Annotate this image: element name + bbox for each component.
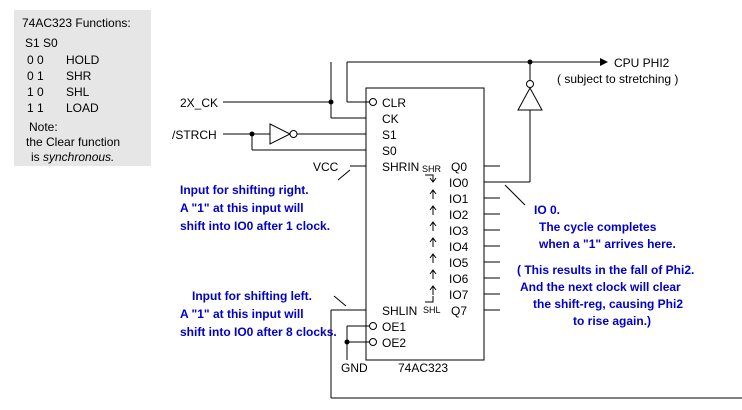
svg-text:( This results in the fall of: ( This results in the fall of Phi2.	[517, 263, 694, 277]
chip-left-pins: CLR CK S1 S0 SHRIN SHLIN OE1 OE2	[382, 96, 419, 350]
svg-text:Input for shifting right.: Input for shifting right.	[180, 183, 309, 197]
shr-bend-arrow	[425, 174, 434, 181]
pin-oe2: OE2	[382, 336, 406, 350]
function-row-name: LOAD	[66, 101, 99, 115]
pin-ck: CK	[382, 112, 399, 126]
shr-arrow-head	[429, 177, 437, 183]
pin-io6: IO6	[449, 272, 469, 286]
right-shift-leader	[337, 169, 351, 181]
svg-text:The cycle completes: The cycle completes	[539, 220, 657, 234]
pin-s0: S0	[382, 144, 397, 158]
pin-io0: IO0	[449, 176, 469, 190]
shr-label: SHR	[422, 164, 442, 174]
note-line-1: the Clear function	[26, 135, 120, 149]
pin-io5: IO5	[449, 256, 469, 270]
svg-text:And the next clock will clear: And the next clock will clear	[520, 280, 681, 294]
junction-dot	[249, 131, 255, 137]
shift-arrows	[429, 189, 437, 295]
oe1-inversion-bubble	[369, 322, 377, 330]
signal-vcc: VCC	[313, 160, 339, 174]
svg-text:A "1" at this input will: A "1" at this input will	[180, 307, 304, 321]
function-row-name: SHR	[66, 69, 92, 83]
annotation-left-shift: Input for shifting left. A "1" at this i…	[180, 289, 337, 339]
chip-body	[365, 87, 485, 361]
svg-text:A "1" at this input will: A "1" at this input will	[180, 201, 304, 215]
chip-name: 74AC323	[398, 361, 448, 375]
annotation-right-shift: Input for shifting right. A "1" at this …	[180, 183, 330, 233]
svg-text:when a "1" arrives here.: when a "1" arrives here.	[538, 237, 676, 251]
annotation-phi2: ( This results in the fall of Phi2. And …	[517, 263, 694, 328]
function-row-name: HOLD	[66, 53, 100, 67]
signal-2x-ck: 2X_CK	[180, 96, 218, 110]
io0-leader	[504, 184, 526, 206]
strch-inverter	[269, 123, 298, 145]
cpu-phi2-arrow-icon	[600, 58, 608, 66]
pin-q0: Q0	[451, 160, 467, 174]
function-row-code: 1 0	[27, 85, 44, 99]
left-shift-leader	[333, 295, 347, 307]
function-row-name: SHL	[66, 85, 90, 99]
function-table-header: S1 S0	[25, 36, 58, 50]
function-row-code: 1 1	[27, 101, 44, 115]
pin-clr: CLR	[382, 96, 406, 110]
signal-cpu-phi2: CPU PHI2	[614, 56, 670, 70]
phi2-inverter	[517, 80, 543, 114]
shl-bend-arrow	[425, 296, 434, 303]
function-table-title: 74AC323 Functions:	[22, 16, 131, 30]
pin-q7: Q7	[451, 304, 467, 318]
note-label: Note:	[29, 120, 58, 134]
function-table: 74AC323 Functions: S1 S0 0 0 HOLD 0 1 SH…	[22, 16, 131, 164]
note-line-2-prefix: is	[31, 150, 43, 164]
oe2-inversion-bubble	[369, 338, 377, 346]
signal-gnd: GND	[341, 361, 368, 375]
note-line-2-italic: synchronous.	[43, 150, 114, 164]
pin-io3: IO3	[449, 224, 469, 238]
svg-text:shift into IO0 after 8 clocks.: shift into IO0 after 8 clocks.	[180, 325, 337, 339]
svg-text:to rise again.): to rise again.)	[573, 314, 651, 328]
svg-text:shift into IO0 after 1 clock.: shift into IO0 after 1 clock.	[180, 219, 330, 233]
function-row-code: 0 1	[27, 69, 44, 83]
pin-oe1: OE1	[382, 320, 406, 334]
pin-io1: IO1	[449, 192, 469, 206]
function-row-code: 0 0	[27, 53, 44, 67]
signal-strch: /STRCH	[172, 128, 217, 142]
junction-dot	[527, 59, 533, 65]
pin-shrin: SHRIN	[382, 160, 419, 174]
chip-right-pins: Q0 IO0 IO1 IO2 IO3 IO4 IO5 IO6 IO7 Q7	[449, 160, 469, 318]
function-table-panel	[14, 10, 151, 166]
note-line-2: is synchronous.	[31, 150, 114, 164]
clr-inversion-bubble	[369, 98, 377, 106]
pin-io2: IO2	[449, 208, 469, 222]
pin-io4: IO4	[449, 240, 469, 254]
svg-text:IO 0.: IO 0.	[534, 203, 560, 217]
svg-text:the shift-reg, causing Phi2: the shift-reg, causing Phi2	[533, 297, 683, 311]
shl-label: SHL	[423, 305, 441, 315]
pin-s1: S1	[382, 128, 397, 142]
pin-shlin: SHLIN	[382, 304, 417, 318]
stretch-note: ( subject to stretching )	[557, 72, 678, 86]
junction-dot	[344, 339, 350, 345]
junction-dot	[328, 99, 334, 105]
annotation-io0: IO 0. The cycle completes when a "1" arr…	[534, 203, 676, 251]
wires	[223, 61, 742, 399]
svg-text:Input for shifting left.: Input for shifting left.	[192, 289, 312, 303]
pin-io7: IO7	[449, 288, 469, 302]
